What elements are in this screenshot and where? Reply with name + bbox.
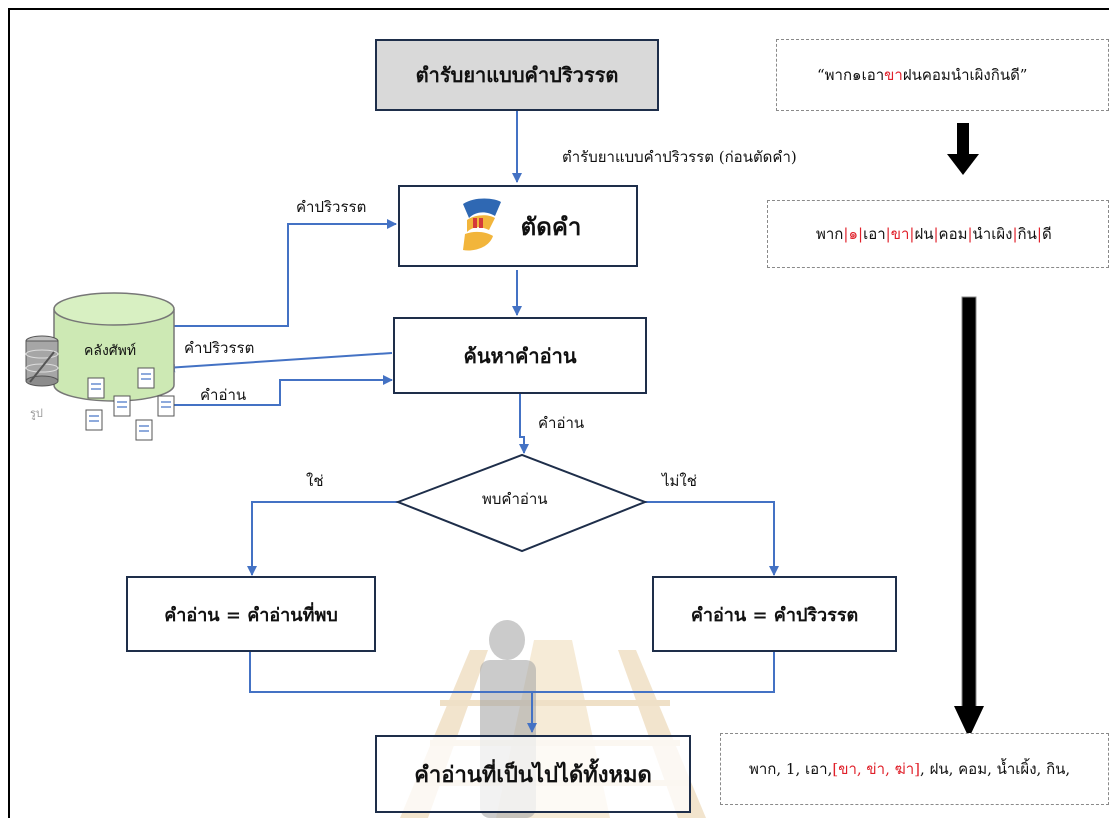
input-recipe-text: ตำรับยาแบบคำปริวรรต — [415, 63, 619, 87]
segmented-token: นำเผิง — [972, 225, 1013, 243]
example-original-suffix: ฝนคอมนำเผิงกินดี” — [902, 66, 1028, 84]
small-down-arrow-shaft — [957, 123, 969, 156]
notfound-reading-text: คำอ่าน = คำปริวรรต — [690, 604, 859, 626]
line-found-to-merge — [249, 652, 532, 693]
segmented-token: ๑ — [848, 225, 858, 243]
line-notfound-to-merge — [532, 652, 775, 693]
example-result-prefix: พาก, 1, เอา, — [749, 760, 833, 778]
label-before-segment: ตำรับยาแบบคำปริวรรต (ก่อนตัดคำ) — [562, 148, 797, 166]
segmented-token: | — [885, 225, 891, 243]
segmented-token: | — [843, 225, 849, 243]
arrow-db-to-segment — [174, 219, 397, 327]
decision-diamond — [395, 453, 648, 553]
segmented-token: | — [933, 225, 939, 243]
search-reading-text: ค้นหาคำอ่าน — [463, 343, 577, 368]
label-yes: ใช่ — [306, 472, 324, 490]
database-label: คลังศัพท์ — [84, 343, 137, 359]
segmented-token: ขา — [890, 225, 910, 243]
arrow-decision-no — [645, 501, 779, 576]
arrow-db-to-search — [174, 375, 393, 406]
example-result-box: พาก, 1, เอา, [ขา, ข่า, ฆ่า], ฝน, คอม, น้… — [720, 733, 1109, 805]
notfound-reading-box: คำอ่าน = คำปริวรรต — [652, 576, 897, 652]
final-readings-box: คำอ่านที่เป็นไปได้ทั้งหมด — [375, 735, 691, 813]
arrow-search-to-db — [165, 352, 393, 373]
example-result-suffix: , ฝน, คอม, น้ำเผิ้ง, กิน, — [920, 760, 1071, 778]
arrow-search-to-decision — [519, 394, 529, 454]
segmented-token: | — [967, 225, 973, 243]
search-reading-box: ค้นหาคำอ่าน — [393, 317, 647, 394]
segmented-token: คอม — [938, 225, 968, 243]
input-recipe-box: ตำรับยาแบบคำปริวรรต — [375, 39, 659, 111]
segmented-token: ฝน — [914, 225, 934, 243]
label-search-to-db: คำปริวรรต — [184, 339, 255, 357]
segmented-token: | — [1012, 225, 1018, 243]
decision-text: พบคำอ่าน — [482, 490, 548, 508]
database-partial-label: รูป — [30, 407, 43, 420]
segment-box: ตัดคำ — [398, 185, 638, 267]
example-original-prefix: “พาก๑เอา — [817, 66, 885, 84]
segment-text: ตัดคำ — [520, 211, 582, 241]
arrow-decision-yes — [247, 501, 398, 576]
example-result-highlight: [ขา, ข่า, ฆ่า] — [832, 760, 921, 778]
example-segmented-box: พาก|๑|เอา|ขา|ฝน|คอม|นำเผิง|กิน|ดี — [767, 200, 1109, 268]
segmented-token: | — [909, 225, 915, 243]
segmented-token: ดี — [1041, 225, 1052, 243]
small-down-arrow-head — [947, 154, 979, 175]
label-search-to-decision: คำอ่าน — [538, 414, 585, 432]
word-segmentation-logo-icon — [462, 198, 501, 251]
found-reading-text: คำอ่าน = คำอ่านที่พบ — [164, 604, 338, 626]
final-readings-text: คำอ่านที่เป็นไปได้ทั้งหมด — [414, 761, 652, 788]
found-reading-box: คำอ่าน = คำอ่านที่พบ — [126, 576, 376, 652]
figure-frame — [8, 8, 1109, 818]
segmented-token: พาก — [816, 225, 844, 243]
label-db-to-segment: คำปริวรรต — [296, 198, 367, 216]
example-original-box: “พาก๑เอาขาฝนคอมนำเผิงกินดี” — [776, 39, 1109, 111]
segmented-token: กิน — [1017, 225, 1037, 243]
segmented-token: | — [858, 225, 864, 243]
long-down-arrow-head — [954, 706, 984, 738]
label-db-to-search: คำอ่าน — [200, 386, 247, 404]
label-no: ไม่ใช่ — [662, 472, 697, 490]
segmented-token: เอา — [863, 225, 886, 243]
segmented-token: | — [1036, 225, 1042, 243]
example-original-highlight: ขา — [884, 66, 903, 84]
example-segmented-text: พาก|๑|เอา|ขา|ฝน|คอม|นำเผิง|กิน|ดี — [816, 222, 1052, 246]
